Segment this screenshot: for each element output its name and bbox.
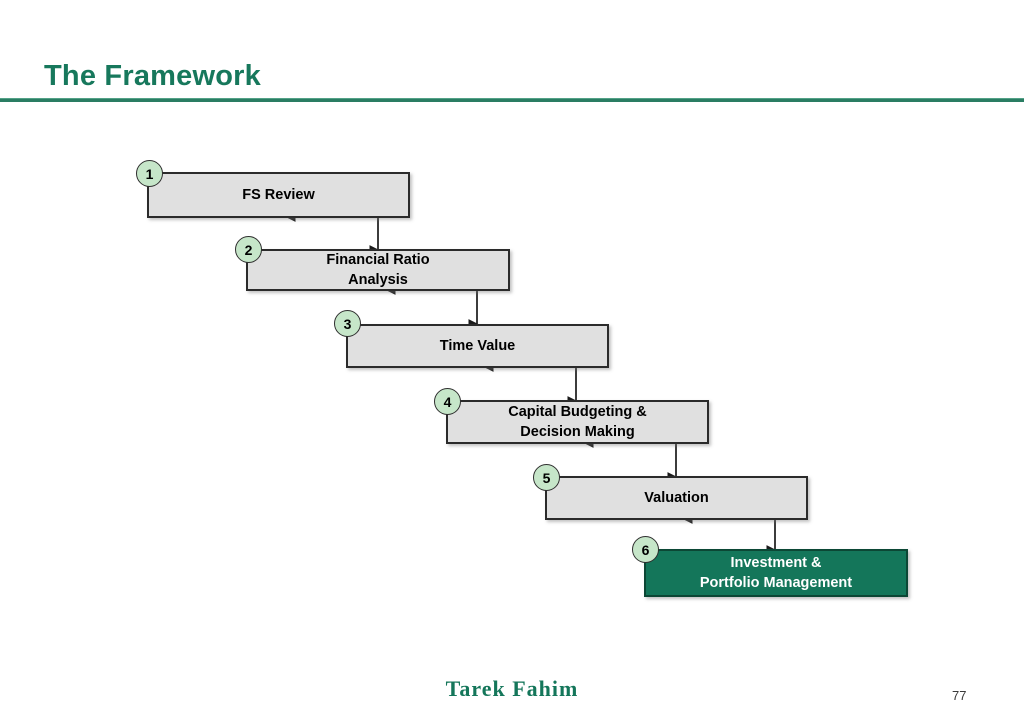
step-label-4-line1: Capital Budgeting &: [508, 404, 647, 420]
step-badge-6[interactable]: 6: [632, 536, 659, 563]
step-box-1[interactable]: FS Review: [147, 172, 410, 218]
step-label-3: Time Value: [432, 336, 524, 356]
step-label-2: Financial Ratio Analysis: [318, 250, 437, 290]
step-box-2[interactable]: Financial Ratio Analysis: [246, 249, 510, 291]
page-title: The Framework: [44, 60, 261, 92]
step-label-3-line1: Time Value: [439, 338, 516, 354]
step-label-6-line1: Investment &: [730, 555, 822, 571]
step-badge-5[interactable]: 5: [533, 464, 560, 491]
step-box-3[interactable]: Time Value: [346, 324, 609, 368]
step-box-6[interactable]: Investment & Portfolio Management: [644, 549, 908, 597]
author-signature: Tarek Fahim: [445, 676, 579, 701]
step-label-1: FS Review: [234, 185, 323, 205]
step-label-4: Capital Budgeting & Decision Making: [500, 402, 655, 442]
step-label-5: Valuation: [636, 488, 716, 508]
step-label-6: Investment & Portfolio Management: [692, 553, 860, 593]
step-box-4[interactable]: Capital Budgeting & Decision Making: [446, 400, 709, 444]
step-label-6-line2: Portfolio Management: [699, 575, 853, 591]
step-badge-4[interactable]: 4: [434, 388, 461, 415]
step-label-2-line2: Analysis: [348, 272, 408, 288]
page-number: 77: [952, 688, 967, 703]
step-badge-1[interactable]: 1: [136, 160, 163, 187]
step-badge-3[interactable]: 3: [334, 310, 361, 337]
step-label-2-line1: Financial Ratio: [326, 252, 430, 268]
step-badge-2[interactable]: 2: [235, 236, 262, 263]
step-label-4-line2: Decision Making: [520, 424, 635, 440]
title-divider: [0, 98, 1024, 102]
step-label-1-line1: FS Review: [242, 187, 315, 203]
step-box-5[interactable]: Valuation: [545, 476, 808, 520]
step-label-5-line1: Valuation: [644, 490, 709, 506]
